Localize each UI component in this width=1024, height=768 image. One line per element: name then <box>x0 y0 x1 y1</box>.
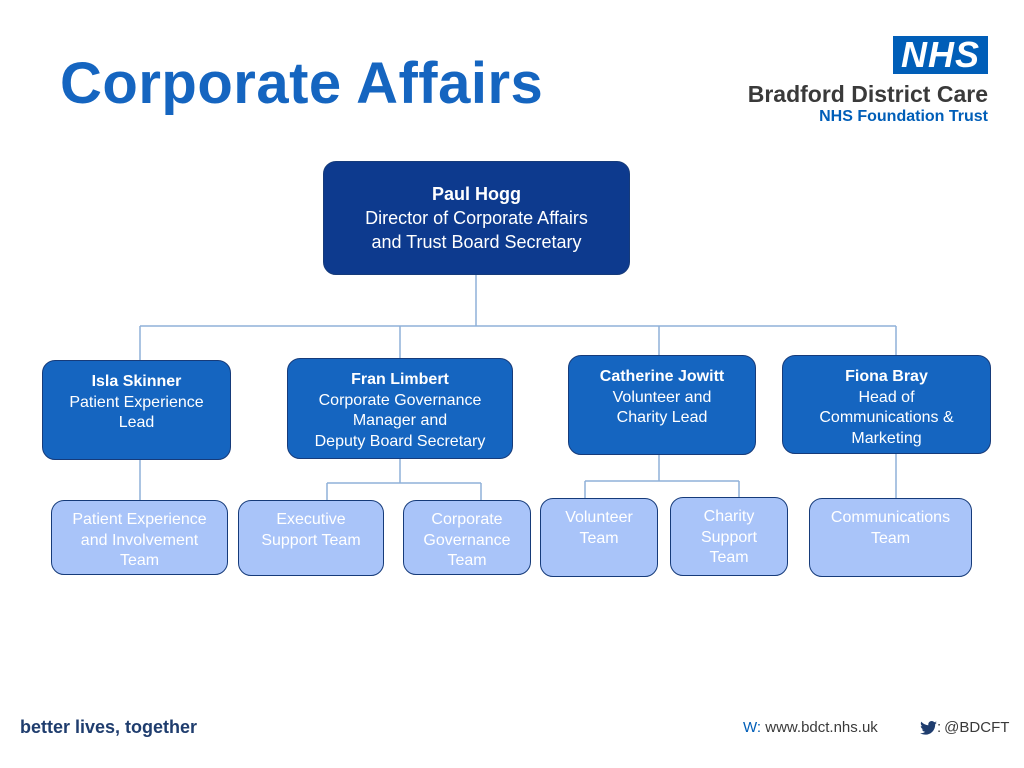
page-title: Corporate Affairs <box>60 51 544 116</box>
team-label-line: Support Team <box>261 531 361 549</box>
team-label-line: Team <box>447 552 487 569</box>
manager-role-line: Communications & <box>819 409 954 426</box>
manager-box-isla-skinner: Isla Skinner Patient Experience Lead <box>42 360 231 460</box>
twitter-prefix: : <box>937 719 942 736</box>
team-box-corporate-governance: Corporate Governance Team <box>403 500 531 575</box>
footer-website: W: www.bdct.nhs.uk <box>743 719 878 736</box>
manager-role-line: Volunteer and <box>612 388 712 406</box>
manager-role-line: Head of <box>858 388 915 406</box>
director-title-line: and Trust Board Secretary <box>371 232 582 252</box>
nhs-badge: NHS <box>892 36 988 74</box>
manager-name: Catherine Jowitt <box>599 368 725 385</box>
team-label-line: Team <box>709 549 749 566</box>
director-box: Paul Hogg Director of Corporate Affairs … <box>323 161 630 275</box>
director-title-line: Director of Corporate Affairs <box>365 208 588 228</box>
team-box-charity-support: Charity Support Team <box>670 497 788 576</box>
manager-role-line: Patient Experience <box>69 393 204 411</box>
manager-name: Fiona Bray <box>845 368 928 385</box>
team-label-line: Team <box>119 552 160 569</box>
website-prefix: W: <box>743 719 762 736</box>
twitter-bird-icon[interactable] <box>920 720 937 735</box>
director-name: Paul Hogg <box>432 184 521 204</box>
team-label-line: Governance <box>423 531 511 549</box>
team-box-executive-support: Executive Support Team <box>238 500 384 576</box>
team-label-line: Team <box>579 529 619 547</box>
manager-role-line: Marketing <box>851 429 922 447</box>
manager-name: Isla Skinner <box>91 373 182 390</box>
manager-role-line: Deputy Board Secretary <box>314 432 486 450</box>
manager-role-line: Corporate Governance <box>318 391 482 409</box>
website-link[interactable]: www.bdct.nhs.uk <box>765 719 878 736</box>
footer-twitter: : @BDCFT <box>920 719 1009 736</box>
manager-box-catherine-jowitt: Catherine Jowitt Volunteer and Charity L… <box>568 355 756 455</box>
team-label-line: and Involvement <box>80 531 199 549</box>
footer-tagline: better lives, together <box>20 717 198 737</box>
manager-role-line: Manager and <box>352 412 448 429</box>
team-label-line: Executive <box>276 511 346 528</box>
manager-box-fran-limbert: Fran Limbert Corporate Governance Manage… <box>287 358 513 459</box>
team-label-line: Patient Experience <box>72 511 207 528</box>
twitter-handle[interactable]: @BDCFT <box>944 719 1010 736</box>
manager-name: Fran Limbert <box>351 371 449 388</box>
manager-box-fiona-bray: Fiona Bray Head of Communications & Mark… <box>782 355 991 454</box>
logo-org-name: Bradford District Care <box>747 81 988 107</box>
team-label-line: Communications <box>830 509 951 526</box>
team-box-communications: Communications Team <box>809 498 972 577</box>
team-label-line: Team <box>870 529 911 547</box>
team-label-line: Charity <box>703 508 755 525</box>
nhs-trust-logo: NHS Bradford District Care NHS Foundatio… <box>726 36 988 126</box>
logo-subtitle: NHS Foundation Trust <box>819 108 988 125</box>
team-box-patient-experience: Patient Experience and Involvement Team <box>51 500 228 575</box>
manager-role-line: Charity Lead <box>616 409 708 426</box>
team-label-line: Volunteer <box>565 509 633 526</box>
manager-role-line: Lead <box>118 414 155 431</box>
team-box-volunteer: Volunteer Team <box>540 498 658 577</box>
team-label-line: Corporate <box>431 511 503 528</box>
team-label-line: Support <box>700 528 758 546</box>
